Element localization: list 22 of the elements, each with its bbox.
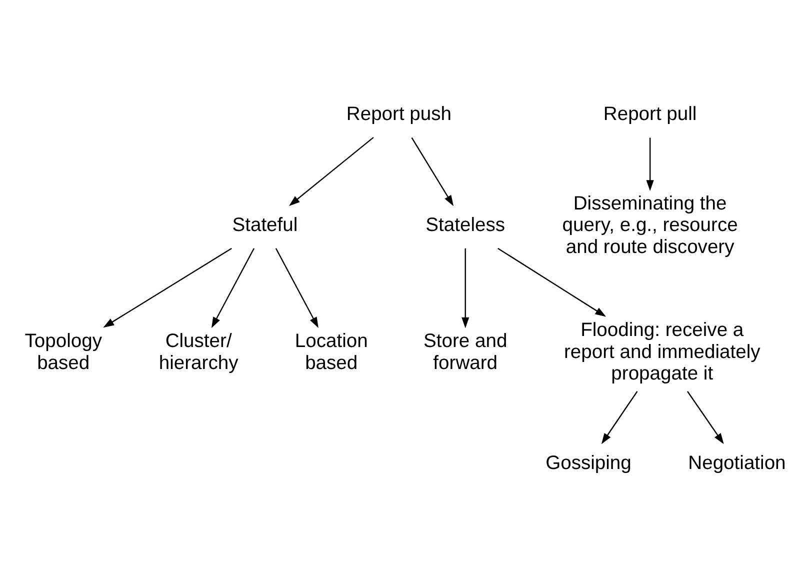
- arrow: [497, 247, 606, 316]
- node-text: Cluster/ hierarchy: [158, 330, 238, 374]
- node-text: Gossiping: [545, 452, 631, 474]
- arrow: [410, 136, 454, 206]
- node-text: Flooding: receive a report and immediately propagate it: [563, 320, 760, 384]
- node-text: Disseminating the query, e.g., resource and route discovery: [562, 192, 738, 258]
- node-text: Stateless: [425, 214, 505, 236]
- arrow: [274, 248, 318, 328]
- node-text: Topology based: [24, 330, 102, 374]
- arrow: [600, 390, 638, 444]
- arrow: [288, 136, 374, 206]
- arrow: [646, 137, 654, 190]
- node-text: Location based: [294, 330, 368, 374]
- arrow: [210, 248, 254, 328]
- node-text: Stateful: [232, 214, 298, 236]
- arrow: [686, 390, 724, 444]
- node-text: Report pull: [602, 104, 696, 125]
- arrow: [461, 248, 469, 328]
- node-text: Negotiation: [688, 452, 786, 474]
- node-text: Report push: [346, 104, 452, 125]
- node-text: Store and forward: [423, 330, 507, 374]
- arrow: [102, 247, 232, 328]
